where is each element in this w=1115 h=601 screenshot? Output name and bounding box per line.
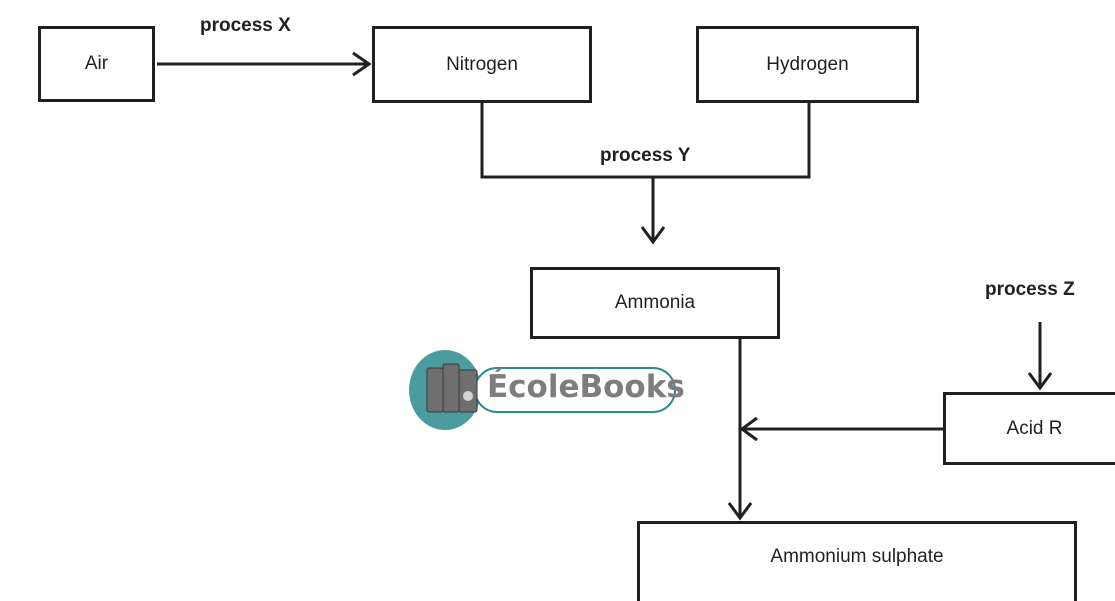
- node-acid-r: Acid R: [943, 392, 1115, 465]
- node-ammonia-label: Ammonia: [614, 292, 696, 313]
- process-x-label: process X: [200, 15, 291, 36]
- process-z-label: process Z: [985, 279, 1075, 300]
- acid-to-mainline-arrowhead: [739, 416, 758, 442]
- node-hydrogen-label: Hydrogen: [766, 53, 849, 75]
- process-y-label: process Y: [600, 145, 691, 166]
- merge-to-ammonia-arrowhead: [640, 226, 666, 245]
- node-ammonia: Ammonia: [530, 267, 780, 339]
- ecolebooks-logo-icon: [409, 350, 676, 430]
- ammonia-to-sulphate-arrowhead: [727, 502, 753, 521]
- node-nitrogen-label: Nitrogen: [446, 53, 518, 75]
- node-acid-r-label: Acid R: [1006, 417, 1063, 439]
- node-nitrogen: Nitrogen: [372, 26, 592, 103]
- node-ammonium-sulphate: Ammonium sulphate: [637, 521, 1077, 601]
- air-to-nitrogen-arrowhead: [352, 51, 372, 77]
- node-hydrogen: Hydrogen: [696, 26, 919, 103]
- node-air: Air: [38, 26, 155, 102]
- ecolebooks-watermark: ÉcoleBooks: [405, 340, 685, 440]
- node-air-label: Air: [84, 53, 109, 74]
- nitrogen-hydrogen-merge-line: [480, 103, 811, 179]
- node-ammonium-sulphate-label: Ammonium sulphate: [770, 545, 944, 567]
- ecolebooks-watermark-text: ÉcoleBooks: [487, 369, 685, 405]
- process-z-to-acid-arrowhead: [1027, 372, 1053, 391]
